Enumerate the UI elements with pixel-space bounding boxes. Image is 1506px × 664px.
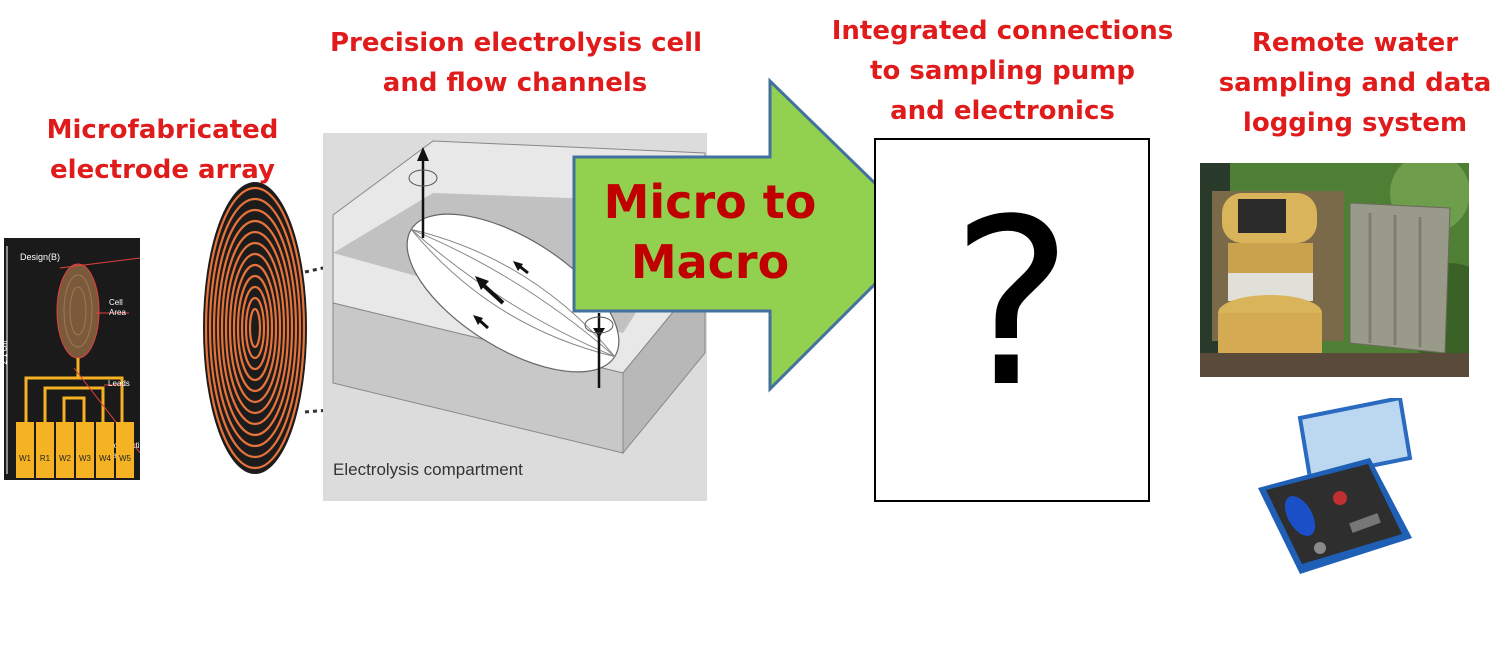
scale-label: 2.1 cm — [0, 340, 9, 365]
electrode-array-figure: Design(B) 2.1 cm Cell Area Leads Connect… — [0, 238, 148, 480]
arrow-label-line-1: Micro to — [603, 175, 817, 229]
electrolysis-caption: Electrolysis compartment — [333, 460, 523, 479]
cell-title-line-1: Precision electrolysis cell — [330, 28, 702, 58]
portable-instrument-case — [1258, 398, 1413, 574]
remote-title-line-1: Remote water — [1251, 28, 1459, 58]
arrow-label-line-2: Macro — [630, 235, 790, 289]
connection-pad: W2 — [56, 422, 74, 478]
micro-to-macro-arrow — [572, 77, 929, 393]
cell-area-callout-line-1: Cell — [109, 298, 123, 307]
cell-title-line-2: and flow channels — [382, 68, 648, 98]
spiral-electrode-zoom — [203, 182, 307, 474]
design-label: Design(B) — [20, 252, 61, 262]
remote-title-line-3: logging system — [1242, 108, 1468, 138]
cell-area-callout-line-2: Area — [109, 308, 126, 317]
connection-pad: R1 — [36, 422, 54, 478]
leads-callout: Leads — [108, 379, 130, 388]
connection-pad: W5 — [116, 422, 134, 478]
connections-title: Integrated connections to sampling pump … — [830, 11, 1175, 131]
unknown-connections-box: ? — [874, 138, 1150, 502]
connection-pad: W1 — [16, 422, 34, 478]
electrode-array-title: Microfabricated electrode array — [40, 110, 285, 190]
connections-title-line-3: and electronics — [890, 96, 1115, 126]
field-sampler-photo — [1200, 163, 1469, 377]
connection-pad: W3 — [76, 422, 94, 478]
micro-to-macro-label: Micro to Macro — [585, 172, 835, 292]
connection-pad: W4 — [96, 422, 114, 478]
connections-title-line-2: to sampling pump — [870, 56, 1135, 86]
connection-pad-row: W1 R1 W2 W3 W4 W5 — [16, 422, 134, 478]
electrolysis-cell-title: Precision electrolysis cell and flow cha… — [330, 23, 702, 103]
cell-area-callout: Cell Area — [109, 298, 126, 318]
connections-title-line-1: Integrated connections — [831, 16, 1174, 46]
electrode-title-line-1: Microfabricated — [46, 115, 279, 145]
remote-sampling-title: Remote water sampling and data logging s… — [1215, 23, 1495, 143]
remote-title-line-2: sampling and data — [1218, 68, 1492, 98]
question-mark: ? — [950, 171, 1074, 438]
electrode-array-drawing — [6, 246, 141, 474]
electrode-title-line-2: electrode array — [50, 155, 275, 185]
field-sampler-illustration — [1200, 163, 1469, 377]
